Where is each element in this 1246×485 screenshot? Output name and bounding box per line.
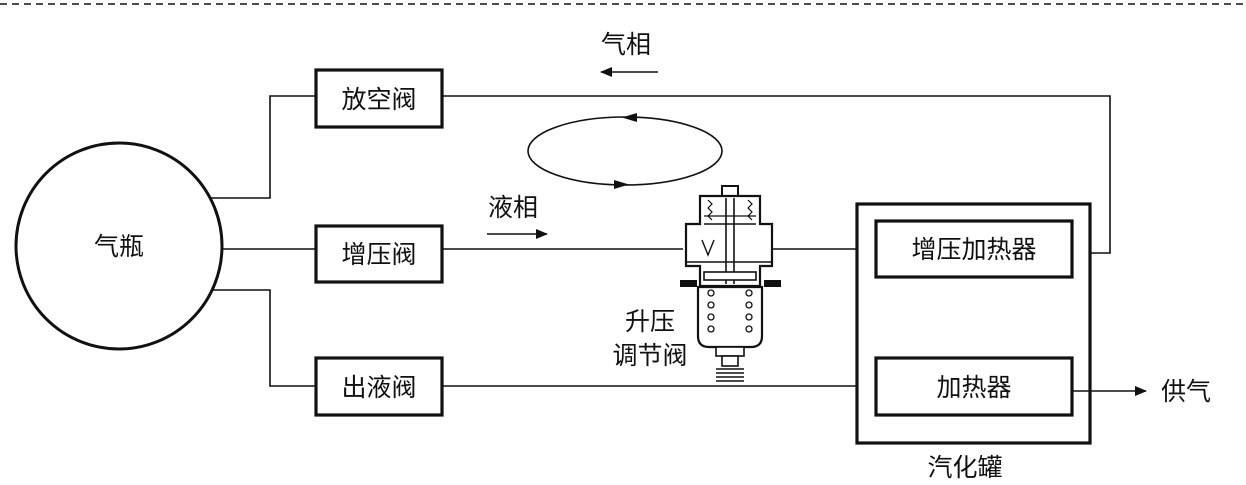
supply-gas-label: 供气	[1161, 377, 1211, 406]
pipe-cylinder-to-outlet	[212, 289, 316, 387]
regulator-label-line2: 调节阀	[612, 341, 687, 370]
gas-phase-label: 气相	[601, 30, 651, 59]
gas-cylinder	[14, 141, 224, 351]
circulation-arrow-bottom	[614, 180, 629, 189]
vent-valve-label: 放空阀	[341, 85, 416, 114]
vaporizer-tank-label: 汽化罐	[927, 453, 1002, 482]
pipe-cylinder-to-vent	[210, 95, 316, 199]
heater-box	[874, 356, 1074, 417]
booster-heater-label: 增压加热器	[911, 235, 1036, 264]
gas-cylinder-label: 气瓶	[94, 232, 144, 261]
circulation-arrow-top	[622, 113, 637, 122]
pressure-regulating-valve	[680, 185, 781, 382]
pressurize-valve-box	[314, 224, 444, 284]
vent-valve-box	[314, 68, 444, 129]
liquid-phase-label: 液相	[488, 193, 538, 222]
circulation-loop	[527, 116, 723, 186]
outlet-valve-label: 出液阀	[341, 373, 416, 402]
outlet-valve-box	[314, 356, 444, 417]
booster-heater-box	[874, 219, 1074, 279]
regulator-label-line1: 升压	[625, 307, 675, 336]
heater-label: 加热器	[936, 373, 1011, 402]
pressurize-valve-label: 增压阀	[341, 240, 416, 269]
